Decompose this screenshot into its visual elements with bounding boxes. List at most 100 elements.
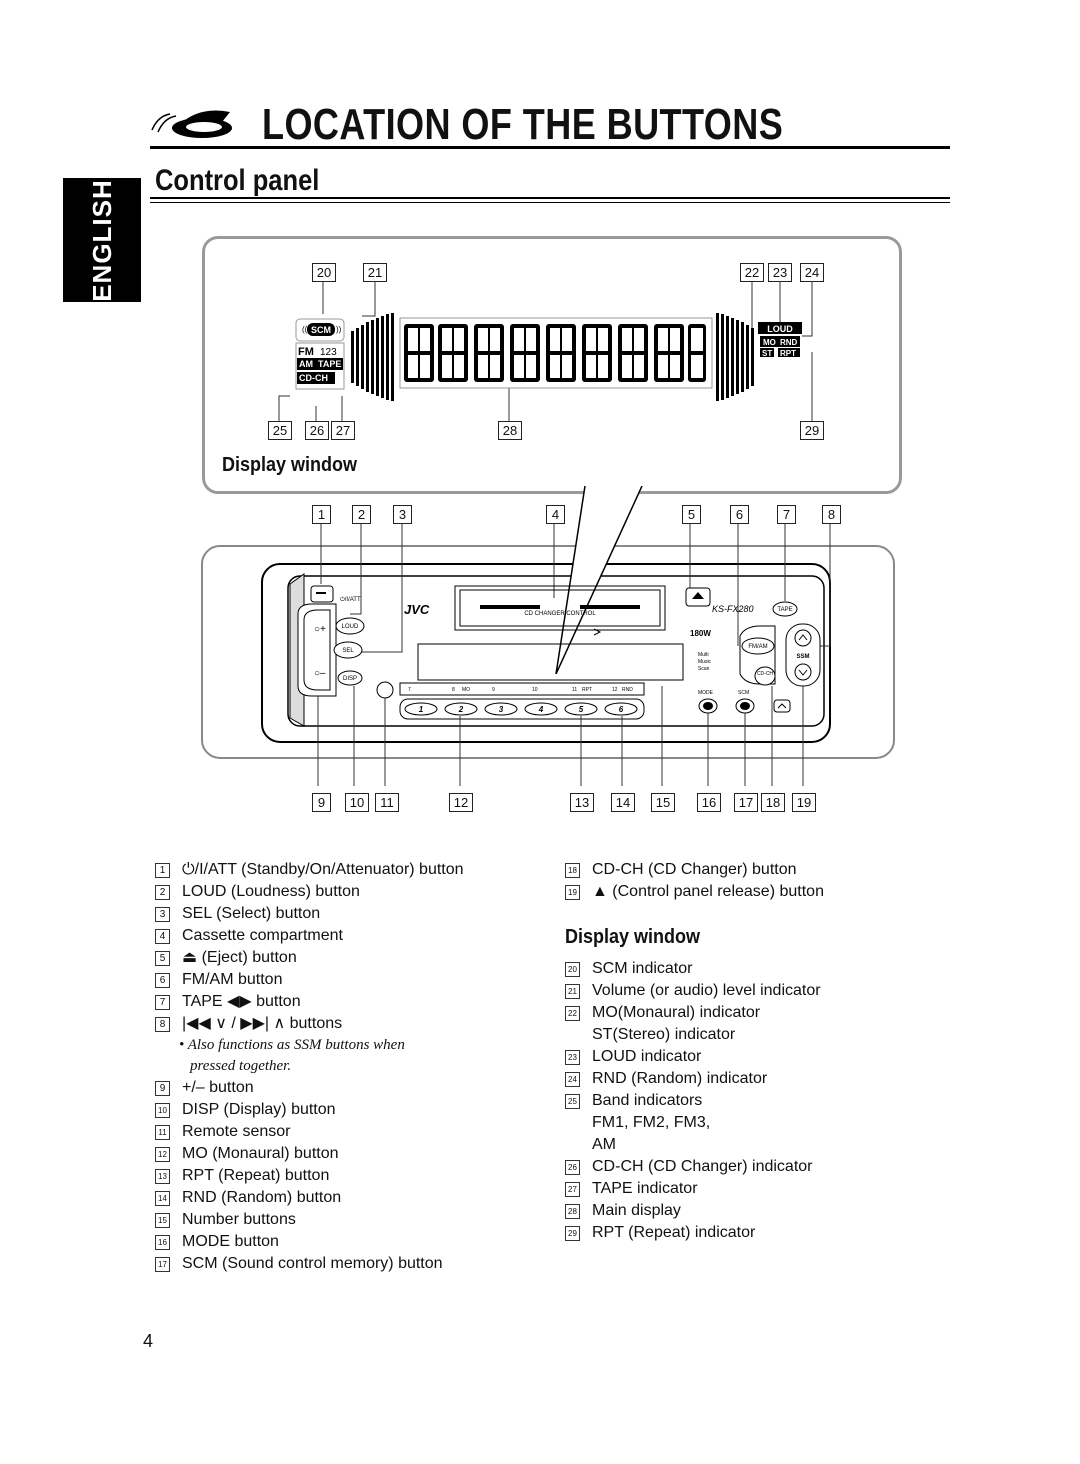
model-label: KS-FX280 [712, 604, 754, 614]
svg-text:1: 1 [419, 705, 424, 714]
list-item: 5⏏ (Eject) button [155, 947, 535, 969]
svg-text:11: 11 [572, 687, 577, 693]
callout-number: 14 [611, 793, 635, 812]
svg-text:9: 9 [492, 687, 495, 693]
callout-number: 7 [777, 505, 796, 524]
list-item: 8|◀◀ ∨ / ▶▶| ∧ buttons [155, 1013, 535, 1035]
svg-text:RPT: RPT [582, 687, 592, 693]
att-label: ⏻/I/ATT [340, 596, 361, 603]
svg-text:RND: RND [622, 687, 633, 693]
callout-number: 26 [305, 421, 329, 440]
callout-number: 17 [734, 793, 758, 812]
sel-button-label: SEL [342, 648, 354, 654]
language-tab [63, 178, 141, 302]
svg-text:Music: Music [698, 659, 712, 665]
page-number: 4 [143, 1331, 154, 1351]
ssm-note-cont: pressed together. [190, 1058, 292, 1074]
callout-number: 8 [822, 505, 841, 524]
svg-text:MO: MO [462, 687, 470, 693]
svg-text:3: 3 [499, 705, 504, 714]
cdch-button-label: CD-CH [757, 671, 773, 677]
list-item: 19▲ (Control panel release) button [565, 881, 895, 903]
jvc-logo: JVC [404, 602, 430, 617]
svg-text:○–: ○– [314, 668, 326, 679]
callout-number: 19 [792, 793, 816, 812]
callout-number: 11 [375, 793, 399, 812]
callout-number: 4 [546, 505, 565, 524]
rpt-indicator-text: RPT [780, 349, 796, 358]
callout-number: 6 [730, 505, 749, 524]
list-item: ST(Stereo) indicator [592, 1026, 736, 1043]
svg-text:2: 2 [458, 705, 464, 714]
tape-indicator-text: TAPE [318, 359, 341, 369]
loud-button-label: LOUD [342, 624, 359, 630]
svg-text:10: 10 [532, 687, 538, 693]
mode-label: MODE [698, 690, 714, 696]
callout-number: 20 [312, 263, 336, 282]
disp-button-label: DISP [343, 676, 357, 682]
page-title: LOCATION OF THE BUTTONS [262, 100, 784, 149]
fm-indicator-text: FM [298, 346, 314, 358]
callout-number: 28 [498, 421, 522, 440]
language-tab-label: ENGLISH [86, 178, 117, 302]
callout-number: 13 [570, 793, 594, 812]
section-rule [150, 197, 950, 199]
loud-indicator-text: LOUD [767, 324, 793, 334]
am-indicator-text: AM [299, 359, 313, 369]
callout-number: 27 [331, 421, 355, 440]
svg-text:((: (( [302, 325, 308, 334]
callout-number: 9 [312, 793, 331, 812]
section-title: Control panel [155, 164, 320, 197]
display-window-heading: Display window [565, 926, 701, 948]
svg-text:7: 7 [408, 687, 411, 693]
cd-changer-label: CD CHANGER CONTROL [524, 611, 596, 617]
callout-number: 15 [651, 793, 675, 812]
svg-text:○+: ○+ [314, 624, 326, 635]
callout-number: 5 [682, 505, 701, 524]
mo-indicator-text: MO [763, 338, 776, 347]
st-indicator-text: ST [762, 349, 772, 358]
control-panel-diagram: ⏻/I/ATT JVC CD CHANGER CONTROL KS-FX280 … [201, 486, 895, 786]
rnd-indicator-text: RND [780, 338, 798, 347]
scm-label: SCM [738, 690, 749, 696]
svg-text:Multi: Multi [698, 652, 709, 658]
list-item: 9+/– button [155, 1077, 535, 1099]
ssm-label: SSM [796, 654, 809, 660]
display-window-diagram: (( SCM )) FM 123 AM TAPE CD-CH [278, 281, 813, 422]
callout-number: 25 [268, 421, 292, 440]
svg-text:)): )) [336, 325, 342, 334]
fmam-button-label: FM/AM [748, 644, 767, 650]
svg-text:4: 4 [538, 705, 544, 714]
list-item: FM1, FM2, FM3, [592, 1114, 711, 1131]
cdch-indicator-text: CD-CH [299, 373, 328, 383]
list-item: AM [592, 1136, 616, 1153]
button-list-left: 1⏻/I/ATT (Standby/On/Attenuator) button … [155, 859, 535, 1275]
callout-number: 12 [449, 793, 473, 812]
ssm-note: • Also functions as SSM buttons when [179, 1037, 405, 1053]
callout-number: 16 [697, 793, 721, 812]
